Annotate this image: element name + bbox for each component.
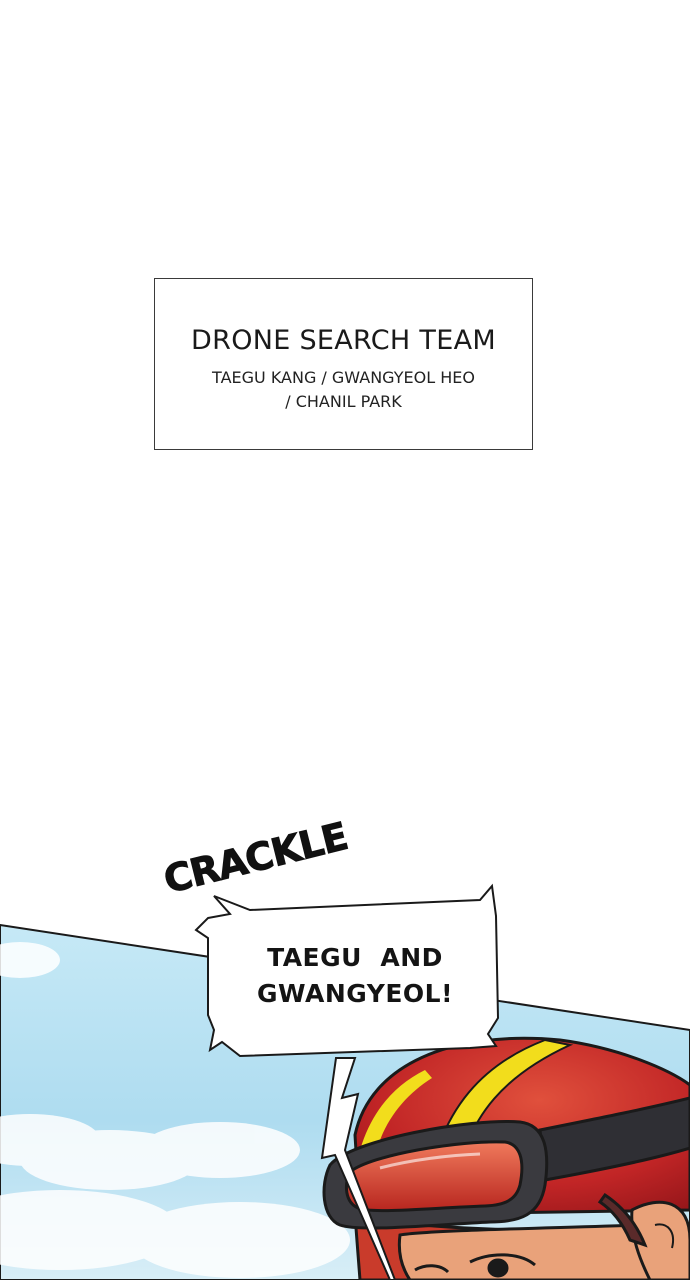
speech-line2: GWANGYEOL! bbox=[257, 979, 453, 1008]
speech-bubble-text: TAEGU AND GWANGYEOL! bbox=[222, 940, 488, 1012]
goggles bbox=[322, 1096, 690, 1230]
narration-caption-box: DRONE SEARCH TEAM TAEGU KANG / GWANGYEOL… bbox=[154, 278, 533, 450]
caption-names-line2: / CHANIL PARK bbox=[285, 392, 402, 411]
speech-line1: TAEGU AND bbox=[267, 943, 443, 972]
speech-bubble bbox=[194, 883, 500, 1058]
caption-names-line1: TAEGU KANG / GWANGYEOL HEO bbox=[212, 368, 475, 387]
character-face bbox=[397, 1192, 690, 1280]
caption-title: DRONE SEARCH TEAM bbox=[191, 325, 496, 356]
caption-names: TAEGU KANG / GWANGYEOL HEO / CHANIL PARK bbox=[155, 366, 532, 414]
clouds bbox=[0, 942, 350, 1278]
speech-bubble-tail bbox=[320, 1057, 397, 1280]
comic-panel-illustration bbox=[0, 883, 690, 1280]
